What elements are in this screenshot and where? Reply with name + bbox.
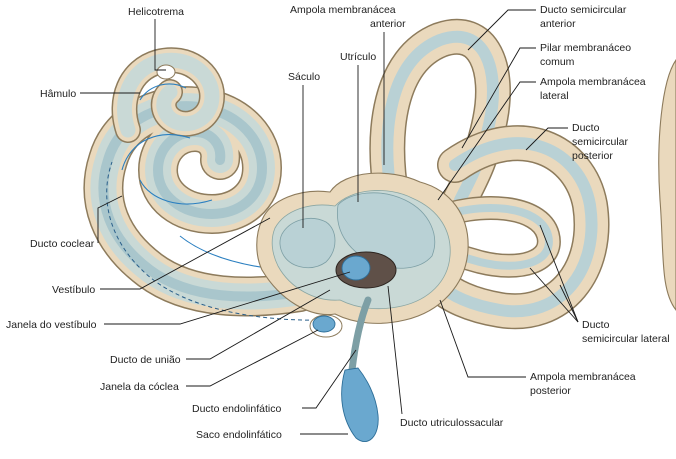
leader-ducto-coclear	[97, 195, 123, 243]
label-pilar-2: comum	[540, 56, 575, 68]
label-utriculo: Utrículo	[340, 51, 376, 63]
label-hamulo: Hâmulo	[40, 88, 76, 100]
leader-ducto-endolinfatico	[302, 349, 357, 409]
leader-janela-vestibulo	[104, 271, 351, 325]
label-ampola-lateral-1: Ampola membranácea	[540, 76, 646, 88]
leader-pilar	[461, 47, 536, 149]
janela-do-vestibulo	[341, 255, 371, 281]
vestibule	[256, 172, 469, 443]
label-pilar-1: Pilar membranáceo	[540, 42, 631, 54]
leader-ducto-uniao	[186, 289, 331, 360]
label-ducto-utriculossacular: Ducto utriculossacular	[400, 417, 504, 429]
label-ducto-sc-lateral-2: semicircular lateral	[582, 333, 670, 345]
labels: Helicotrema Hâmulo Ducto coclear Vestíbu…	[6, 4, 670, 441]
cochlea	[83, 47, 331, 321]
leader-ducto-sc-lateral-c	[559, 284, 579, 323]
helicotrema-opening	[156, 64, 176, 80]
cochlea-arrow	[121, 134, 191, 171]
label-ducto-sc-anterior-2: anterior	[540, 18, 576, 30]
label-saco-endolinfatico: Saco endolinfático	[196, 429, 282, 441]
label-ampola-posterior-1: Ampola membranácea	[530, 371, 636, 383]
ducto-coclear-dashed	[106, 161, 331, 321]
label-ducto-sc-posterior-1: Ducto	[572, 122, 600, 134]
leader-ampola-lateral	[437, 81, 536, 201]
saco-endolinfatico	[341, 367, 379, 443]
cochlea-arrow	[139, 83, 187, 101]
leader-ducto-sc-posterior	[525, 127, 568, 151]
leader-ducto-sc-lateral-b	[529, 267, 579, 323]
label-vestibulo: Vestíbulo	[52, 284, 95, 296]
label-helicotrema: Helicotrema	[128, 6, 184, 18]
label-ampola-lateral-2: lateral	[540, 90, 569, 102]
leader-ducto-sc-anterior	[467, 9, 536, 51]
cochlea-arrow	[139, 179, 213, 205]
label-ampola-anterior-2: anterior	[370, 18, 406, 30]
label-ducto-endolinfatico: Ducto endolinfático	[192, 403, 281, 415]
leader-ducto-utriculossacular	[387, 285, 403, 415]
label-ducto-sc-posterior-2: semicircular	[572, 136, 629, 148]
label-janela-coclea: Janela da cóclea	[100, 381, 179, 393]
saculo-membrane	[279, 218, 336, 269]
janela-da-coclea	[312, 315, 336, 333]
ducto-endolinfatico	[348, 296, 372, 374]
label-saculo: Sáculo	[288, 71, 320, 83]
leader-helicotrema	[154, 19, 166, 71]
ducto-coclear-membrane	[98, 101, 305, 302]
leader-ducto-sc-lateral-a	[539, 224, 579, 323]
label-ducto-uniao: Ducto de união	[110, 354, 181, 366]
label-janela-vestibulo: Janela do vestíbulo	[6, 319, 97, 331]
utriculo-membrane	[336, 192, 436, 269]
label-ducto-sc-lateral-1: Ducto	[582, 319, 610, 331]
leader-vestibulo	[100, 217, 271, 290]
temporal-bone-edge	[658, 59, 676, 311]
leader-janela-coclea	[186, 329, 319, 387]
label-ducto-sc-anterior-1: Ducto semicircular	[540, 4, 627, 16]
label-ampola-posterior-2: posterior	[530, 385, 571, 397]
label-ampola-anterior-1: Ampola membranácea	[290, 4, 396, 16]
label-ducto-sc-posterior-3: posterior	[572, 150, 613, 162]
leader-ampola-posterior	[439, 299, 526, 378]
label-ducto-coclear: Ducto coclear	[30, 238, 95, 250]
